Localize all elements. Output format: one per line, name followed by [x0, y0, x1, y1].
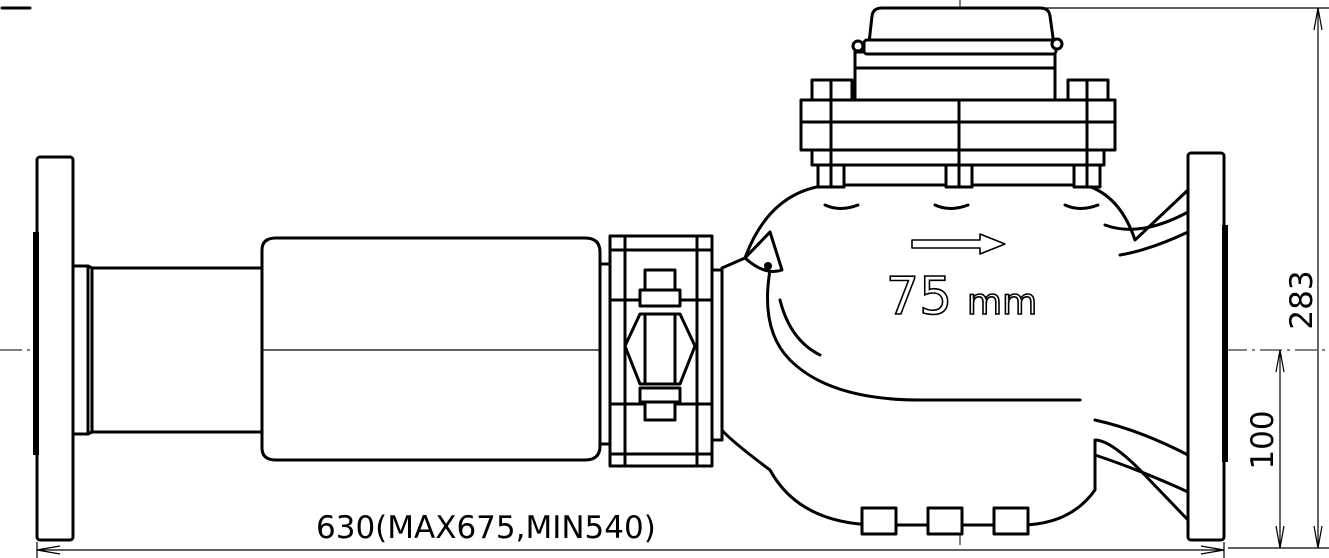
length-dimension	[36, 542, 1225, 558]
spool-pipe	[71, 264, 264, 436]
nominal-size-value: 75	[886, 267, 952, 327]
register-head	[851, 6, 1064, 102]
centre-height-dimension-label: 100	[1245, 410, 1281, 469]
coupling-union	[598, 234, 724, 468]
meter-body	[720, 183, 1190, 536]
height-dimension	[1035, 7, 1329, 549]
nominal-size-unit: mm	[967, 282, 1037, 323]
length-dimension-label: 630(MAX675,MIN540)	[316, 510, 656, 546]
flow-direction-arrow	[911, 233, 1006, 255]
strainer-body	[260, 236, 602, 462]
height-dimension-label: 283	[1284, 270, 1320, 329]
centre-height-dimension	[1228, 349, 1329, 549]
left-flange	[33, 155, 75, 542]
right-flange	[1186, 151, 1228, 542]
